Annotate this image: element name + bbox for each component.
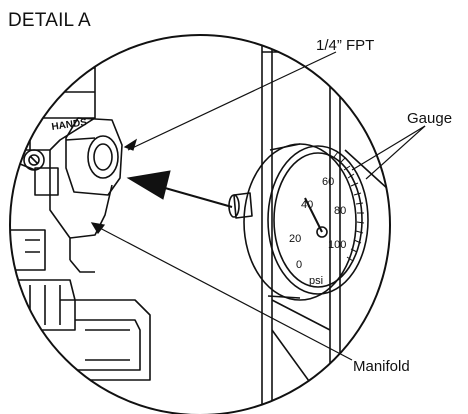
callout-manifold-label: Manifold (353, 358, 410, 375)
detail-title: DETAIL A (8, 10, 91, 31)
gauge-tick-0: 0 (296, 259, 302, 271)
gauge-needle (304, 197, 328, 238)
assembly-arrow (126, 170, 233, 208)
callout-fpt-label: 1/4” FPT (316, 37, 375, 54)
gauge-tick-40: 40 (301, 199, 313, 211)
leader-fpt-arrowhead (123, 138, 138, 151)
fpt-fitting (65, 117, 123, 196)
gauge-tick-60: 60 (322, 176, 334, 188)
leader-gauge-a (351, 125, 426, 171)
gauge-face-labels: 0 20 40 60 80 100 psi (289, 176, 346, 287)
leader-manifold (95, 225, 353, 361)
part-marking: HANDS (51, 117, 88, 133)
leader-gauge-b (365, 125, 426, 180)
gauge-stem (228, 192, 253, 219)
detail-contents (10, 35, 390, 411)
leader-manifold-arrowhead (90, 222, 106, 235)
detail-circle (9, 34, 391, 414)
gauge-unit: psi (309, 275, 323, 287)
manifold-body (10, 59, 151, 381)
mounting-screw (23, 149, 45, 171)
gauge-tick-20: 20 (289, 233, 301, 245)
callout-gauge-label: Gauge (407, 110, 453, 127)
leader-lines (90, 51, 426, 361)
gauge-tick-80: 80 (334, 205, 346, 217)
gauge-body (243, 143, 369, 301)
gauge-tick-100: 100 (328, 239, 346, 251)
leader-fpt (127, 51, 337, 151)
gauge-scale-ticks (333, 151, 365, 262)
